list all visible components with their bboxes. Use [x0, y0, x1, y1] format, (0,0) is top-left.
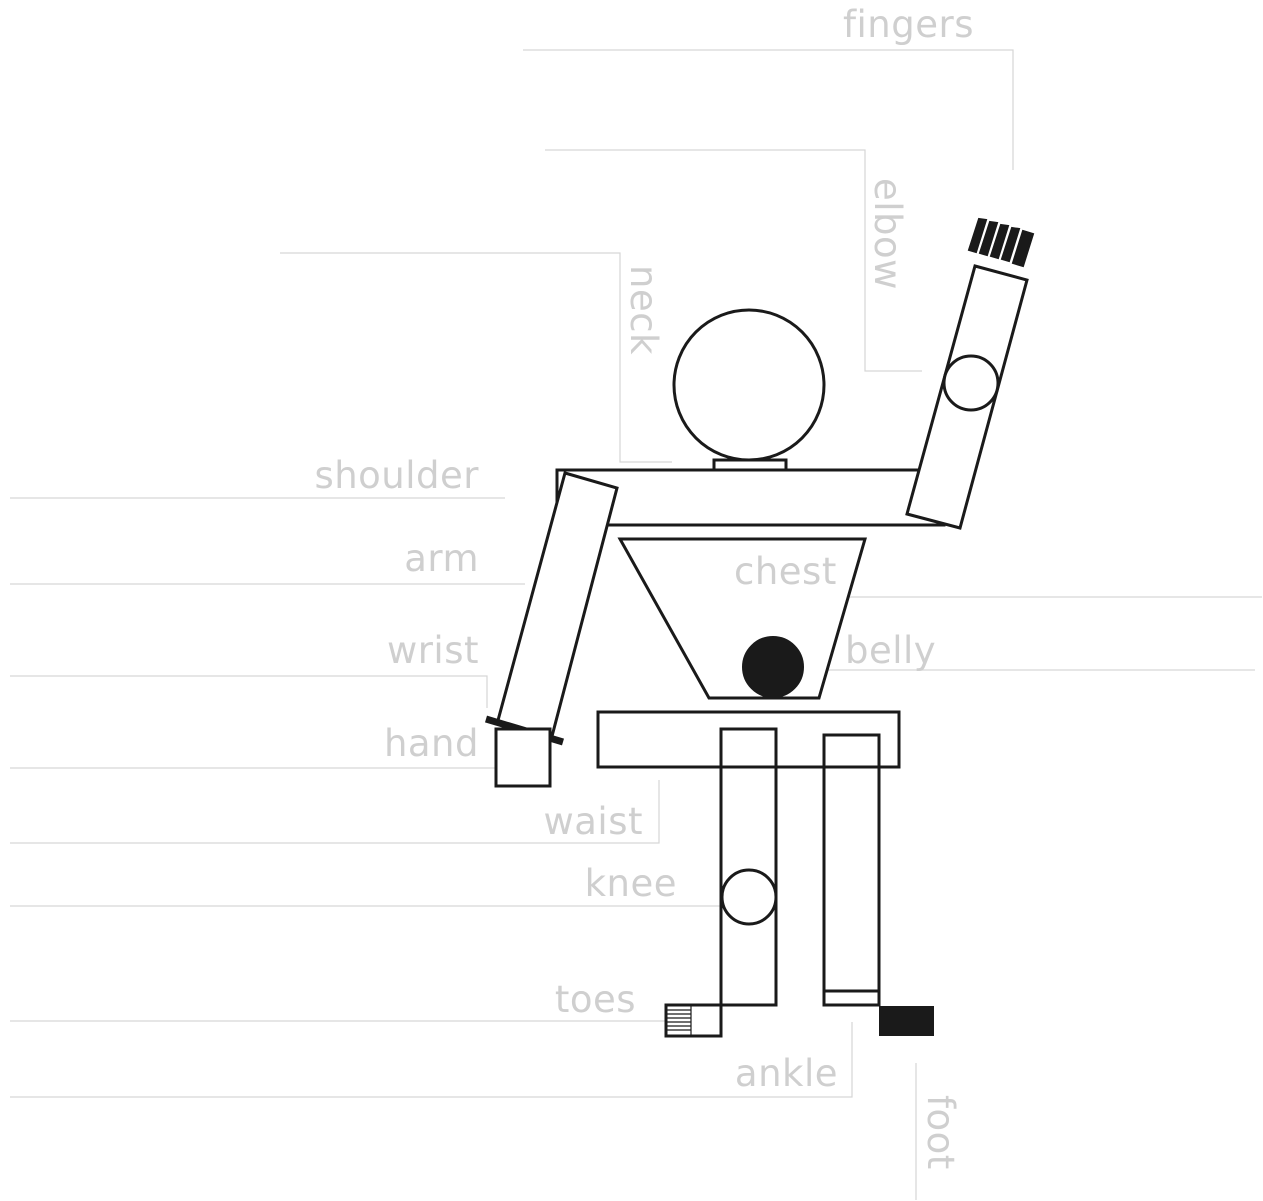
label-toes: toes — [555, 978, 636, 1021]
figure-shapes — [486, 219, 1033, 1036]
elbow-joint — [944, 356, 998, 410]
left-leg — [721, 729, 776, 1005]
label-elbow: elbow — [866, 178, 909, 290]
wrist-leader — [10, 676, 487, 708]
label-hand: hand — [384, 722, 479, 765]
head — [674, 310, 824, 460]
neck-leader — [280, 253, 672, 462]
ankle-leader — [10, 1022, 852, 1097]
label-waist: waist — [544, 800, 644, 843]
right-leg — [824, 735, 879, 1005]
knee-joint — [722, 870, 776, 924]
label-neck: neck — [622, 265, 665, 355]
label-wrist: wrist — [387, 629, 479, 672]
label-arm: arm — [404, 537, 479, 580]
neck-shape — [714, 460, 786, 470]
fingers-leader — [523, 50, 1013, 170]
hand-shape — [496, 729, 550, 786]
label-foot: foot — [919, 1095, 962, 1170]
label-belly: belly — [845, 629, 936, 672]
right-foot — [880, 1007, 933, 1035]
waist-shape — [598, 712, 899, 767]
label-shoulder: shoulder — [314, 454, 479, 497]
lower-arm — [497, 473, 617, 740]
label-chest: chest — [734, 550, 837, 593]
label-ankle: ankle — [735, 1052, 838, 1095]
leader-lines — [10, 50, 1262, 1200]
label-fingers: fingers — [843, 3, 974, 46]
fingers-shape — [969, 219, 1033, 266]
label-knee: knee — [585, 862, 677, 905]
belly-shape — [743, 637, 803, 697]
